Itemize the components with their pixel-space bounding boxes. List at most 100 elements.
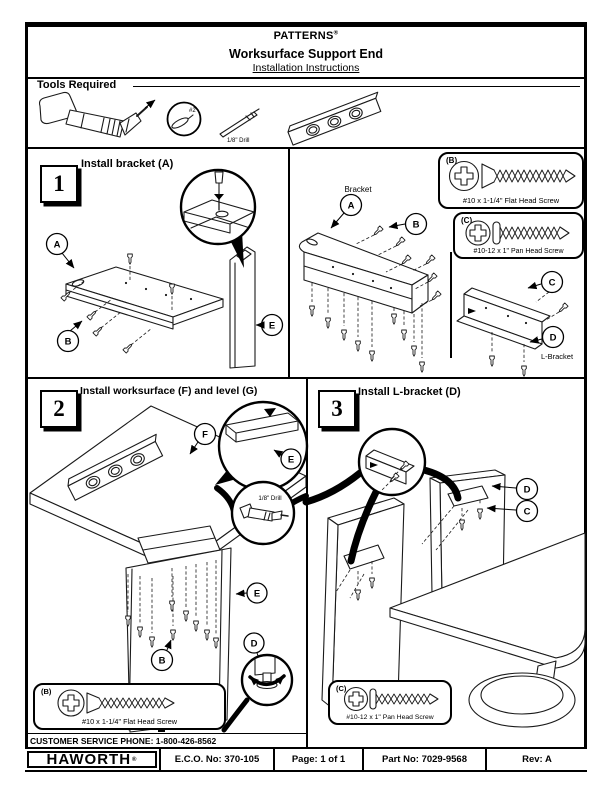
pan-head-screw-icon [343,686,439,712]
svg-text:B: B [65,337,72,348]
drill-band-right [289,493,309,506]
header-divider [25,77,587,79]
callout-c: C [486,499,539,523]
callout-d: D [491,477,539,501]
tools-rule [133,86,580,88]
svg-text:B: B [413,220,420,231]
hanging-screws [309,283,425,373]
bracket-a [65,266,224,330]
lbracket-diagram: C D L-Bracket [456,270,574,377]
svg-text:E: E [269,321,275,332]
step3-title: Install L-bracket (D) [358,386,461,398]
svg-text:C: C [549,278,556,289]
bracket-body [298,232,429,314]
registered-mark: ® [333,30,339,37]
tools-required-label: Tools Required [37,79,117,91]
callout-f: F [189,422,217,455]
callout-b: B [150,639,174,672]
tools-section-divider [25,147,587,149]
flat-head-screw-spec: (B) #10 x 1-1/4" Flat Head Screw [438,152,584,209]
lbracket-body [456,287,551,350]
flat-head-screw-spec-bottom: (B) #10 x 1-1/4" Flat Head Screw [33,683,226,730]
step2-title: Install worksurface (F) and level (G) [80,385,258,397]
power-drill-icon [38,91,156,138]
screw-b-tag: (B) [41,687,52,696]
callout-b: B [388,212,428,236]
steps23-divider [306,378,308,747]
support-panel [229,246,256,369]
level-icon [287,91,382,146]
brand-title: PATTERNS® [273,30,339,42]
callout-a: A [330,193,363,229]
screw-b-tag: (B) [446,156,458,165]
bracket-label: Bracket [344,185,372,194]
lbracket-label: L-Bracket [541,352,574,361]
document-header: PATTERNS® Worksurface Support End Instal… [25,30,587,74]
footer-part-number: Part No: 7029-9568 [362,749,485,770]
peninsula-table [389,532,586,728]
flat-head-screw-icon [57,689,175,717]
screw-c-tag: (C) [461,216,473,225]
screw-detail-callout [179,168,257,246]
step3-illustration: D C [302,427,586,728]
svg-text:1/8" Drill: 1/8" Drill [258,495,281,502]
svg-text:D: D [251,639,258,650]
flat-head-screw-icon [448,160,576,192]
pan-head-screw-icon [465,220,570,246]
footer-bar: HAWORTH® E.C.O. No: 370-105 Page: 1 of 1… [25,747,587,770]
page-subtitle: Installation Instructions [252,62,360,74]
drill-bit-icon: 1/8" Drill [219,108,260,144]
drill-detail-callout: 1/8" Drill [230,480,296,546]
callout-a: A [45,232,75,269]
bracket-diagram: Bracket [298,185,442,373]
callout-b: B [56,320,83,353]
callout-e: E [255,313,284,337]
rotate-arrows [248,674,286,686]
footer-revision: Rev: A [485,749,587,770]
screw-b-label: #10 x 1-1/4" Flat Head Screw [81,717,178,726]
step1-number: 1 [40,165,78,203]
page-title: Worksurface Support End [229,47,383,61]
pan-head-screw-spec: (C) #10-12 x 1" Pan Head Screw [453,212,584,259]
step2-number: 2 [40,390,78,428]
callout-e-side: E [235,582,268,604]
svg-text:B: B [159,656,166,667]
svg-text:A: A [54,240,61,251]
level-on-surface [67,433,164,501]
screw-c-label: #10-12 x 1" Pan Head Screw [346,714,434,721]
screw-c-tag: (C) [336,684,347,693]
bracket-screws [60,253,175,354]
svg-text:D: D [550,333,557,344]
step1-inner-divider [450,252,452,358]
customer-service-phone: CUSTOMER SERVICE PHONE: 1-800-426-8562 [25,733,306,746]
driver-bit-callout: #2 [166,101,202,137]
svg-text:#2: #2 [189,108,196,114]
band-to-right-panel [420,466,462,502]
haworth-logo: HAWORTH® [27,751,157,768]
footer-page-number: Page: 1 of 1 [273,749,362,770]
level-vials [306,107,363,136]
step1-illustration: A B E [45,168,284,369]
callout-d: D [529,325,565,349]
page-border [25,22,587,772]
svg-text:E: E [254,589,260,600]
svg-text:E: E [288,455,294,466]
tools-illustration: #2 1/8" Drill [38,91,382,146]
glide-detail-callout [240,653,294,707]
bracket-under-surface [137,525,221,564]
registered-mark: ® [132,756,138,763]
lbracket-screws [489,282,569,377]
callout-c: C [527,270,564,294]
lbracket-detail-callout [357,427,427,497]
hanging-screws [125,560,219,649]
step1-divider [288,148,290,377]
step1-title: Install bracket (A) [81,158,174,170]
band-from-step2 [302,469,364,506]
glide-band [221,697,250,733]
footer-eco-number: E.C.O. No: 370-105 [159,749,273,770]
callout-wedge [215,468,240,485]
svg-text:1/8" Drill: 1/8" Drill [227,138,249,144]
svg-text:D: D [524,485,531,496]
svg-text:C: C [524,507,531,518]
step2-illustration: F E 1/8" Drill E B D [29,400,309,733]
